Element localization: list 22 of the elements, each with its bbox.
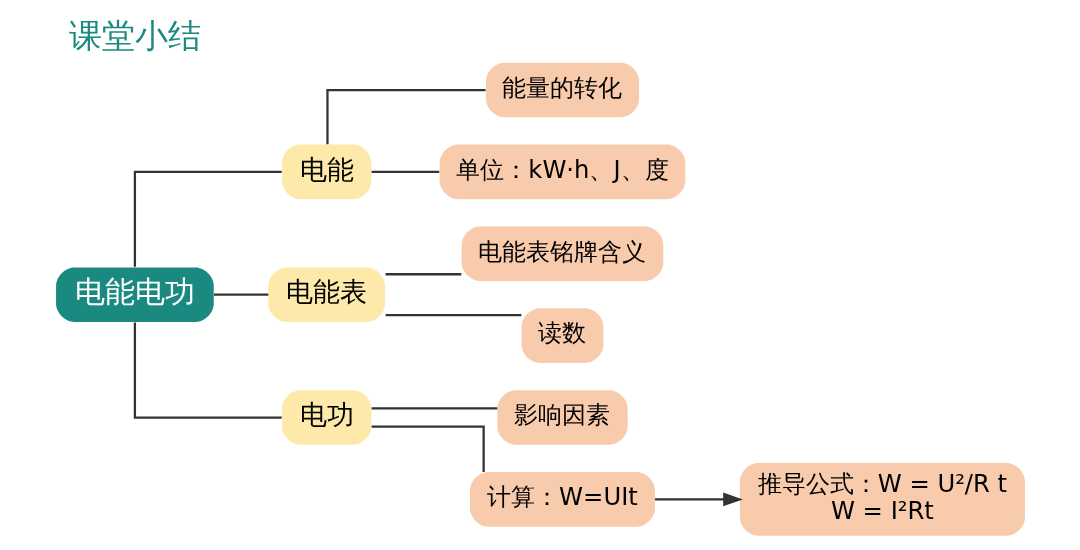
connector [371, 170, 439, 174]
node-box: 计算：W=UIt [469, 472, 655, 527]
node-box: 电能表 [267, 267, 385, 322]
connector [213, 293, 268, 296]
arrow [654, 492, 743, 507]
connector [133, 322, 282, 419]
connector [385, 314, 521, 317]
connector [133, 170, 282, 267]
node-box: 电能表铭牌含义 [461, 226, 663, 282]
connector [385, 273, 461, 276]
node-box: 读数 [521, 308, 603, 363]
node-box: 能量的转化 [485, 62, 639, 118]
node-box: 影响因素 [496, 390, 628, 445]
node-box: 电功 [281, 390, 371, 445]
connector [371, 407, 497, 410]
node-box: 电能 [281, 144, 371, 200]
node-box: 推导公式：W = U²/R t W = I²Rt [739, 463, 1025, 536]
connector [325, 88, 486, 145]
node-box: 电能电功 [55, 267, 214, 322]
connector [371, 425, 485, 472]
node-box: 单位：kW·h、J、度 [439, 144, 685, 200]
diagram-title: 课堂小结 [68, 15, 201, 55]
